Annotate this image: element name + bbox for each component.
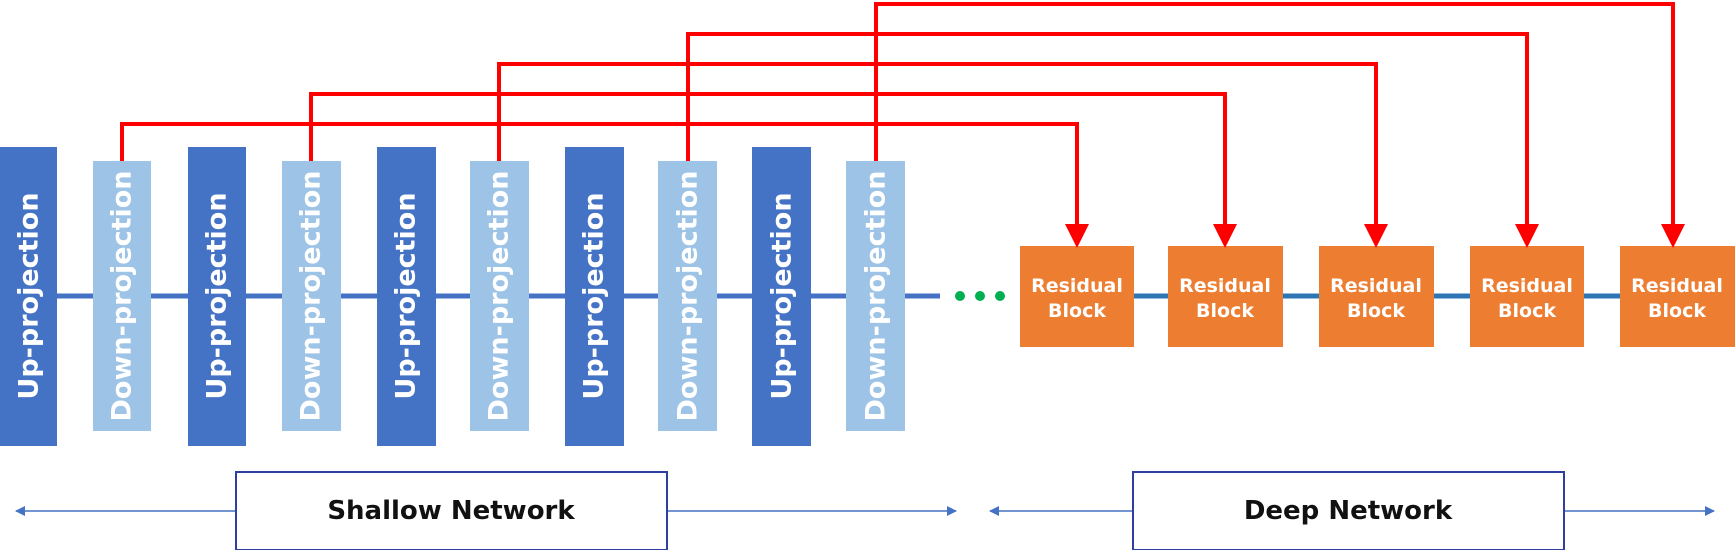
projection-block-3: Up-projection (188, 147, 246, 446)
projection-block-7: Up-projection (565, 147, 624, 446)
residual-block-label-line1: Residual (1179, 275, 1271, 297)
projection-block-label: Up-projection (202, 192, 233, 399)
projection-block-label: Down-projection (107, 170, 138, 421)
shallow-network-label: Shallow Network (327, 496, 575, 526)
projection-block-label: Up-projection (391, 192, 422, 399)
up-projection-block (188, 147, 246, 446)
down-projection-block (846, 161, 905, 431)
residual-block-label-line1: Residual (1631, 275, 1723, 297)
shallow-network-box (235, 471, 668, 550)
projection-block-label: Down-projection (673, 170, 704, 421)
residual-block-1: Residual Block (1020, 246, 1134, 347)
ellipsis-dot (975, 291, 985, 301)
projection-blocks: Up-projection Down-projection Up-project… (0, 147, 905, 446)
residual-block-label-line2: Block (1648, 300, 1706, 322)
deep-network-label-box: Deep Network (1132, 471, 1565, 550)
skip-connection-arrow (497, 62, 1388, 248)
projection-block-label: Down-projection (861, 170, 892, 421)
down-projection-block (658, 161, 717, 431)
ellipsis-dot (955, 291, 965, 301)
projection-block-label: Up-projection (14, 192, 45, 399)
residual-block-label-line1: Residual (1031, 275, 1123, 297)
residual-block-label-line2: Block (1196, 300, 1254, 322)
projection-block-5: Up-projection (377, 147, 436, 446)
residual-block (1319, 246, 1434, 347)
skip-connection-arrow (874, 2, 1685, 248)
projection-block-label: Up-projection (579, 192, 610, 399)
residual-block-label-line1: Residual (1330, 275, 1422, 297)
projection-block-2: Down-projection (93, 161, 151, 431)
up-projection-block (377, 147, 436, 446)
projection-block-6: Down-projection (470, 161, 529, 431)
residual-block-label-line2: Block (1498, 300, 1556, 322)
projection-block-label: Down-projection (296, 170, 327, 421)
residual-block-5: Residual Block (1620, 246, 1735, 347)
down-projection-block (282, 161, 341, 431)
residual-block (1168, 246, 1283, 347)
residual-block (1620, 246, 1735, 347)
skip-connections (120, 2, 1685, 248)
ellipsis-dots (955, 291, 1005, 301)
up-projection-block (0, 147, 57, 446)
down-projection-block (93, 161, 151, 431)
residual-block-3: Residual Block (1319, 246, 1434, 347)
residual-block-label-line2: Block (1048, 300, 1106, 322)
residual-block-4: Residual Block (1470, 246, 1584, 347)
up-projection-block (565, 147, 624, 446)
skip-connection-arrow (686, 32, 1539, 248)
projection-block-8: Down-projection (658, 161, 717, 431)
projection-block-label: Down-projection (484, 170, 515, 421)
skip-connection-arrow (309, 92, 1237, 248)
residual-blocks: Residual Block Residual Block Residual B… (1020, 246, 1735, 347)
projection-block-4: Down-projection (282, 161, 341, 431)
deep-network-label: Deep Network (1244, 496, 1453, 526)
residual-block-label-line1: Residual (1481, 275, 1573, 297)
residual-block-2: Residual Block (1168, 246, 1283, 347)
residual-block-label-line2: Block (1347, 300, 1405, 322)
deep-network-box (1132, 471, 1565, 550)
up-projection-block (752, 147, 811, 446)
projection-block-9: Up-projection (752, 147, 811, 446)
projection-block-label: Up-projection (767, 192, 798, 399)
projection-block-10: Down-projection (846, 161, 905, 431)
projection-block-1: Up-projection (0, 147, 57, 446)
skip-connection-arrow (120, 122, 1089, 248)
residual-block (1470, 246, 1584, 347)
down-projection-block (470, 161, 529, 431)
residual-block (1020, 246, 1134, 347)
ellipsis-dot (995, 291, 1005, 301)
shallow-network-label-box: Shallow Network (235, 471, 668, 550)
